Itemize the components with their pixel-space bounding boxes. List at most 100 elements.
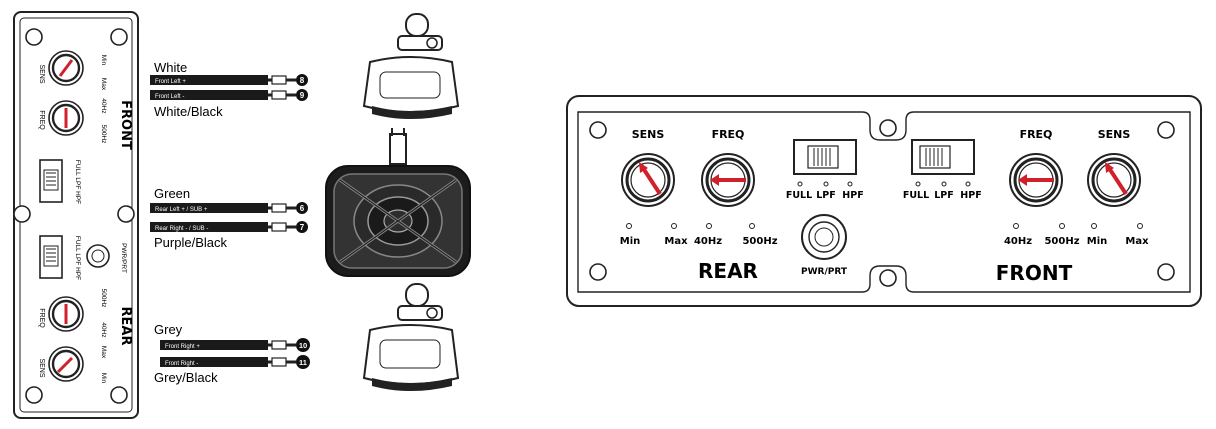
terminal-number: 7 xyxy=(300,223,305,232)
wire-tag-text: Front Left - xyxy=(155,94,184,100)
front-switch-hpf: HPF xyxy=(960,190,981,201)
terminal-number-badge xyxy=(296,355,310,369)
screw-icon xyxy=(1157,263,1175,281)
connector-icon xyxy=(271,203,287,213)
right-panel-inner xyxy=(577,111,1191,293)
rear-switch-lpf: LPF xyxy=(816,190,836,201)
rear-sens-knob[interactable] xyxy=(620,152,676,208)
screw-icon xyxy=(589,263,607,281)
knob-pointer xyxy=(58,59,74,77)
connector-icon xyxy=(271,222,287,232)
screw-icon xyxy=(589,121,607,139)
front-sens-label: SENS xyxy=(38,64,45,83)
screw-icon xyxy=(13,205,31,223)
screw-icon xyxy=(117,205,135,223)
left-front-label: FRONT xyxy=(118,100,133,150)
screw-icon xyxy=(879,119,897,137)
right-front-label: FRONT xyxy=(996,261,1073,285)
front-switch-labels: FULL LPF HPF xyxy=(74,160,81,204)
tower-speaker-top-icon xyxy=(362,13,460,119)
right-amp-panel: SENS Min Max FREQ 40Hz 500Hz FULL LPF HP… xyxy=(566,95,1202,307)
front-freq-max: 500Hz xyxy=(1044,236,1079,247)
tower-speaker-bottom-icon xyxy=(362,283,460,391)
rear-sens-title: SENS xyxy=(632,128,665,141)
rear-sens-min: Min xyxy=(620,236,641,247)
front-sens-min: Min xyxy=(1087,236,1108,247)
wire-color-name: Purple/Black xyxy=(154,235,227,250)
terminal-number: 10 xyxy=(299,341,307,350)
screw-icon xyxy=(25,386,43,404)
knob-pointer xyxy=(641,166,662,196)
screw-icon xyxy=(1157,121,1175,139)
front-freq-title: FREQ xyxy=(1020,128,1053,141)
left-rear-label: REAR xyxy=(118,307,133,346)
rear-sens-max: Max xyxy=(664,236,688,247)
front-switch-full: FULL xyxy=(903,190,929,201)
screw-icon xyxy=(110,28,128,46)
wire-group-front-left: White Front Left + 8 Front Left - 9 Whit… xyxy=(150,60,308,119)
connector-icon xyxy=(271,357,287,367)
screw-icon xyxy=(25,28,43,46)
terminal-number: 8 xyxy=(300,76,305,85)
wire-tag-text: Rear Left + / SUB + xyxy=(155,207,208,213)
terminal-number-badge xyxy=(296,338,310,352)
wire-color-name: Green xyxy=(154,186,190,201)
terminal-number-badge xyxy=(296,221,308,233)
rear-freq-max: 500Hz xyxy=(100,289,107,308)
connector-icon xyxy=(271,75,287,85)
center-speaker-icon xyxy=(325,128,471,277)
wire-color-name: Grey/Black xyxy=(154,370,218,385)
terminal-number-badge xyxy=(296,89,308,101)
right-pwr-label: PWR/PRT xyxy=(801,267,848,277)
front-freq-max: 500Hz xyxy=(100,125,107,144)
terminal-number-badge xyxy=(296,74,308,86)
knob-pointer xyxy=(1107,166,1128,196)
terminal-number: 6 xyxy=(300,204,305,213)
rear-sens-min: Min xyxy=(100,373,107,384)
rear-sens-max: Max xyxy=(100,346,107,359)
rear-freq-min: 40Hz xyxy=(100,322,107,337)
front-sens-max: Max xyxy=(1125,236,1149,247)
right-rear-label: REAR xyxy=(698,259,758,283)
rear-sens-label: SENS xyxy=(38,358,45,377)
front-sens-knob[interactable] xyxy=(1086,152,1142,208)
terminal-number-badge xyxy=(296,202,308,214)
front-freq-label: FREQ xyxy=(38,110,45,130)
rear-switch-labels: FULL LPF HPF xyxy=(74,236,81,280)
wire-color-name: White/Black xyxy=(154,104,223,119)
wire-tag xyxy=(160,340,268,350)
front-switch-lpf: LPF xyxy=(934,190,954,201)
wire-color-name: Grey xyxy=(154,322,183,337)
wire-group-front-right: Grey Front Right + 10 Front Right - 11 G… xyxy=(154,322,310,385)
switch-slider xyxy=(807,145,839,169)
wire-tag xyxy=(160,357,268,367)
wire-tag xyxy=(150,75,268,85)
rear-switch-hpf: HPF xyxy=(842,190,863,201)
right-panel-frame xyxy=(566,95,1202,307)
rear-freq-max: 500Hz xyxy=(742,236,777,247)
terminal-number: 9 xyxy=(300,91,305,100)
rear-freq-title: FREQ xyxy=(712,128,745,141)
front-freq-min: 40Hz xyxy=(1004,236,1032,247)
wire-group-rear-sub: Green Rear Left + / SUB + 6 Rear Right -… xyxy=(150,186,308,250)
front-sens-max: Max xyxy=(100,78,107,91)
front-sens-min: Min xyxy=(100,55,107,66)
wire-tag-text: Front Right + xyxy=(165,344,200,350)
wire-tag xyxy=(150,90,268,100)
knob-pointer xyxy=(56,356,74,374)
wire-tag-text: Front Left + xyxy=(155,79,186,85)
wire-tag-text: Front Right - xyxy=(165,361,198,367)
wire-tag xyxy=(150,222,268,232)
switch-slider xyxy=(919,145,951,169)
screw-icon xyxy=(110,386,128,404)
front-sens-title: SENS xyxy=(1098,128,1131,141)
wire-tag-text: Rear Right - / SUB - xyxy=(155,226,208,232)
front-freq-min: 40Hz xyxy=(100,98,107,113)
left-amp-panel: SENS FREQ Min Max 40Hz 500Hz FRONT FULL … xyxy=(13,11,139,419)
connector-icon xyxy=(271,340,287,350)
screw-icon xyxy=(879,269,897,287)
left-pwr-label: PWR/PRT xyxy=(120,243,127,273)
wire-tag xyxy=(150,203,268,213)
terminal-number: 11 xyxy=(299,358,307,367)
